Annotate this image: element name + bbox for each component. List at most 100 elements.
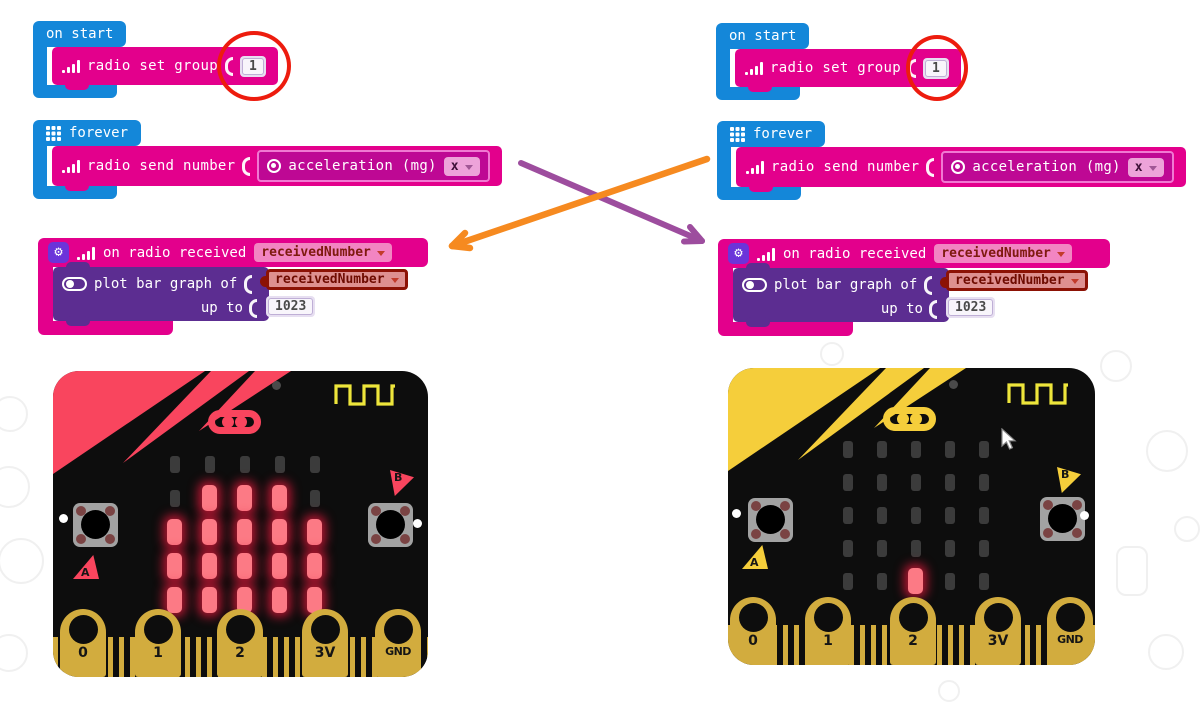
- gear-icon[interactable]: [728, 243, 749, 264]
- acceleration-block-right[interactable]: acceleration (mg) x: [941, 151, 1174, 183]
- chevron-down-icon: [390, 278, 399, 283]
- value-socket: [244, 274, 253, 294]
- led-unlit: [976, 535, 991, 561]
- max-value-input[interactable]: 1023: [268, 298, 314, 315]
- led-lit: [167, 553, 182, 579]
- block-foot: [717, 187, 801, 200]
- pin-hole: [1055, 603, 1085, 632]
- variable-name: receivedNumber: [275, 272, 385, 287]
- variable-name: receivedNumber: [955, 273, 1065, 288]
- axis-dropdown[interactable]: x: [443, 156, 480, 176]
- logo-eye: [222, 416, 234, 428]
- led-unlit: [874, 469, 889, 495]
- acceleration-label: acceleration (mg): [288, 158, 437, 174]
- pin-label: 1: [823, 633, 833, 649]
- logo-eye: [897, 413, 909, 425]
- chevron-down-icon: [1148, 165, 1157, 171]
- edge-dot: [413, 519, 422, 528]
- max-value-input[interactable]: 1023: [948, 299, 994, 316]
- max-value-slot[interactable]: 1023: [266, 296, 316, 317]
- max-value-slot[interactable]: 1023: [946, 297, 996, 318]
- on-radio-received-block-left[interactable]: on radio received receivedNumber plot ba…: [38, 238, 428, 335]
- radio-signal-icon: [62, 159, 80, 173]
- radio-send-number-block-left[interactable]: radio send number acceleration (mg) x: [52, 141, 502, 191]
- on-start-header[interactable]: on start: [33, 21, 127, 47]
- received-number-dropdown[interactable]: receivedNumber: [254, 243, 392, 262]
- plot-bar-graph-block-right[interactable]: plot bar graph of up to receivedNumber 1…: [733, 263, 1088, 327]
- forever-header[interactable]: forever: [717, 121, 826, 147]
- plot-bar-graph-block-left[interactable]: plot bar graph of up to receivedNumber 1…: [53, 262, 408, 326]
- chevron-down-icon: [464, 164, 473, 170]
- button-a[interactable]: [748, 498, 793, 542]
- led-unlit: [942, 436, 957, 462]
- axis-value: x: [450, 158, 459, 174]
- red-circle-annotation: [906, 35, 968, 101]
- watermark-shape: [1148, 634, 1184, 670]
- acceleration-label: acceleration (mg): [972, 159, 1121, 175]
- led-unlit: [908, 436, 923, 462]
- led-lit: [237, 485, 252, 511]
- plot-variable-dropdown-highlighted[interactable]: receivedNumber: [940, 270, 1088, 291]
- watermark-shape: [1146, 430, 1188, 472]
- radio-send-number-block-right[interactable]: radio send number acceleration (mg) x: [736, 142, 1186, 192]
- forever-block-left[interactable]: forever radio send number acceleration (…: [33, 120, 502, 199]
- plot-bar-graph-label: plot bar graph of: [774, 277, 918, 293]
- led-unlit: [167, 485, 182, 511]
- pin-2[interactable]: 2: [217, 609, 263, 677]
- axis-dropdown[interactable]: x: [1127, 157, 1164, 177]
- on-radio-received-header[interactable]: on radio received receivedNumber: [718, 239, 1110, 268]
- value-socket: [249, 298, 257, 318]
- watermark-shape: [938, 680, 960, 702]
- on-radio-received-header[interactable]: on radio received receivedNumber: [38, 238, 428, 267]
- block-foot: [33, 186, 117, 199]
- led-lit: [272, 485, 287, 511]
- pin-0[interactable]: 0: [60, 609, 106, 677]
- pin-1[interactable]: 1: [805, 597, 851, 665]
- pin-3v[interactable]: 3V: [975, 597, 1021, 665]
- led-unlit: [874, 535, 889, 561]
- pin-label: 2: [235, 645, 245, 661]
- pin-hole: [738, 603, 768, 632]
- received-number-dropdown[interactable]: receivedNumber: [934, 244, 1072, 263]
- block-foot: [38, 321, 173, 335]
- pin-label: 1: [153, 645, 163, 661]
- button-a[interactable]: [73, 503, 118, 547]
- button-b[interactable]: [368, 503, 413, 547]
- plot-variable-dropdown-highlighted[interactable]: receivedNumber: [260, 269, 408, 290]
- forever-block-right[interactable]: forever radio send number acceleration (…: [717, 121, 1186, 200]
- pin-2[interactable]: 2: [890, 597, 936, 665]
- forever-label: forever: [753, 126, 813, 142]
- pin-3v[interactable]: 3V: [302, 609, 348, 677]
- mounting-hole: [949, 380, 958, 389]
- led-unlit: [840, 568, 855, 594]
- led-lit: [272, 553, 287, 579]
- on-start-label: on start: [729, 28, 797, 44]
- button-a-letter: A: [81, 566, 90, 579]
- pin-gnd[interactable]: GND: [375, 609, 421, 677]
- target-icon: [951, 160, 966, 174]
- value-socket: [242, 156, 251, 176]
- led-lit: [272, 587, 287, 613]
- block-spine: [33, 146, 47, 186]
- on-radio-received-block-right[interactable]: on radio received receivedNumber plot ba…: [718, 239, 1110, 336]
- pin-gnd[interactable]: GND: [1047, 597, 1093, 665]
- pin-row: 0 1 2 3V GND: [53, 607, 428, 677]
- acceleration-block-left[interactable]: acceleration (mg) x: [257, 150, 490, 182]
- plot-bar-graph-label: plot bar graph of: [94, 276, 238, 292]
- on-start-header[interactable]: on start: [716, 23, 810, 49]
- pin-1[interactable]: 1: [135, 609, 181, 677]
- button-b[interactable]: [1040, 497, 1085, 541]
- block-spine: [33, 47, 47, 85]
- gear-icon[interactable]: [48, 242, 69, 263]
- led-unlit: [908, 469, 923, 495]
- button-b-flag: B: [390, 470, 414, 496]
- forever-header[interactable]: forever: [33, 120, 142, 146]
- watermark-shape: [1174, 516, 1200, 542]
- led-unlit: [976, 568, 991, 594]
- value-socket: [926, 157, 935, 177]
- button-a-letter: A: [750, 556, 759, 569]
- led-lit: [908, 568, 923, 594]
- pin-0[interactable]: 0: [730, 597, 776, 665]
- led-unlit: [976, 502, 991, 528]
